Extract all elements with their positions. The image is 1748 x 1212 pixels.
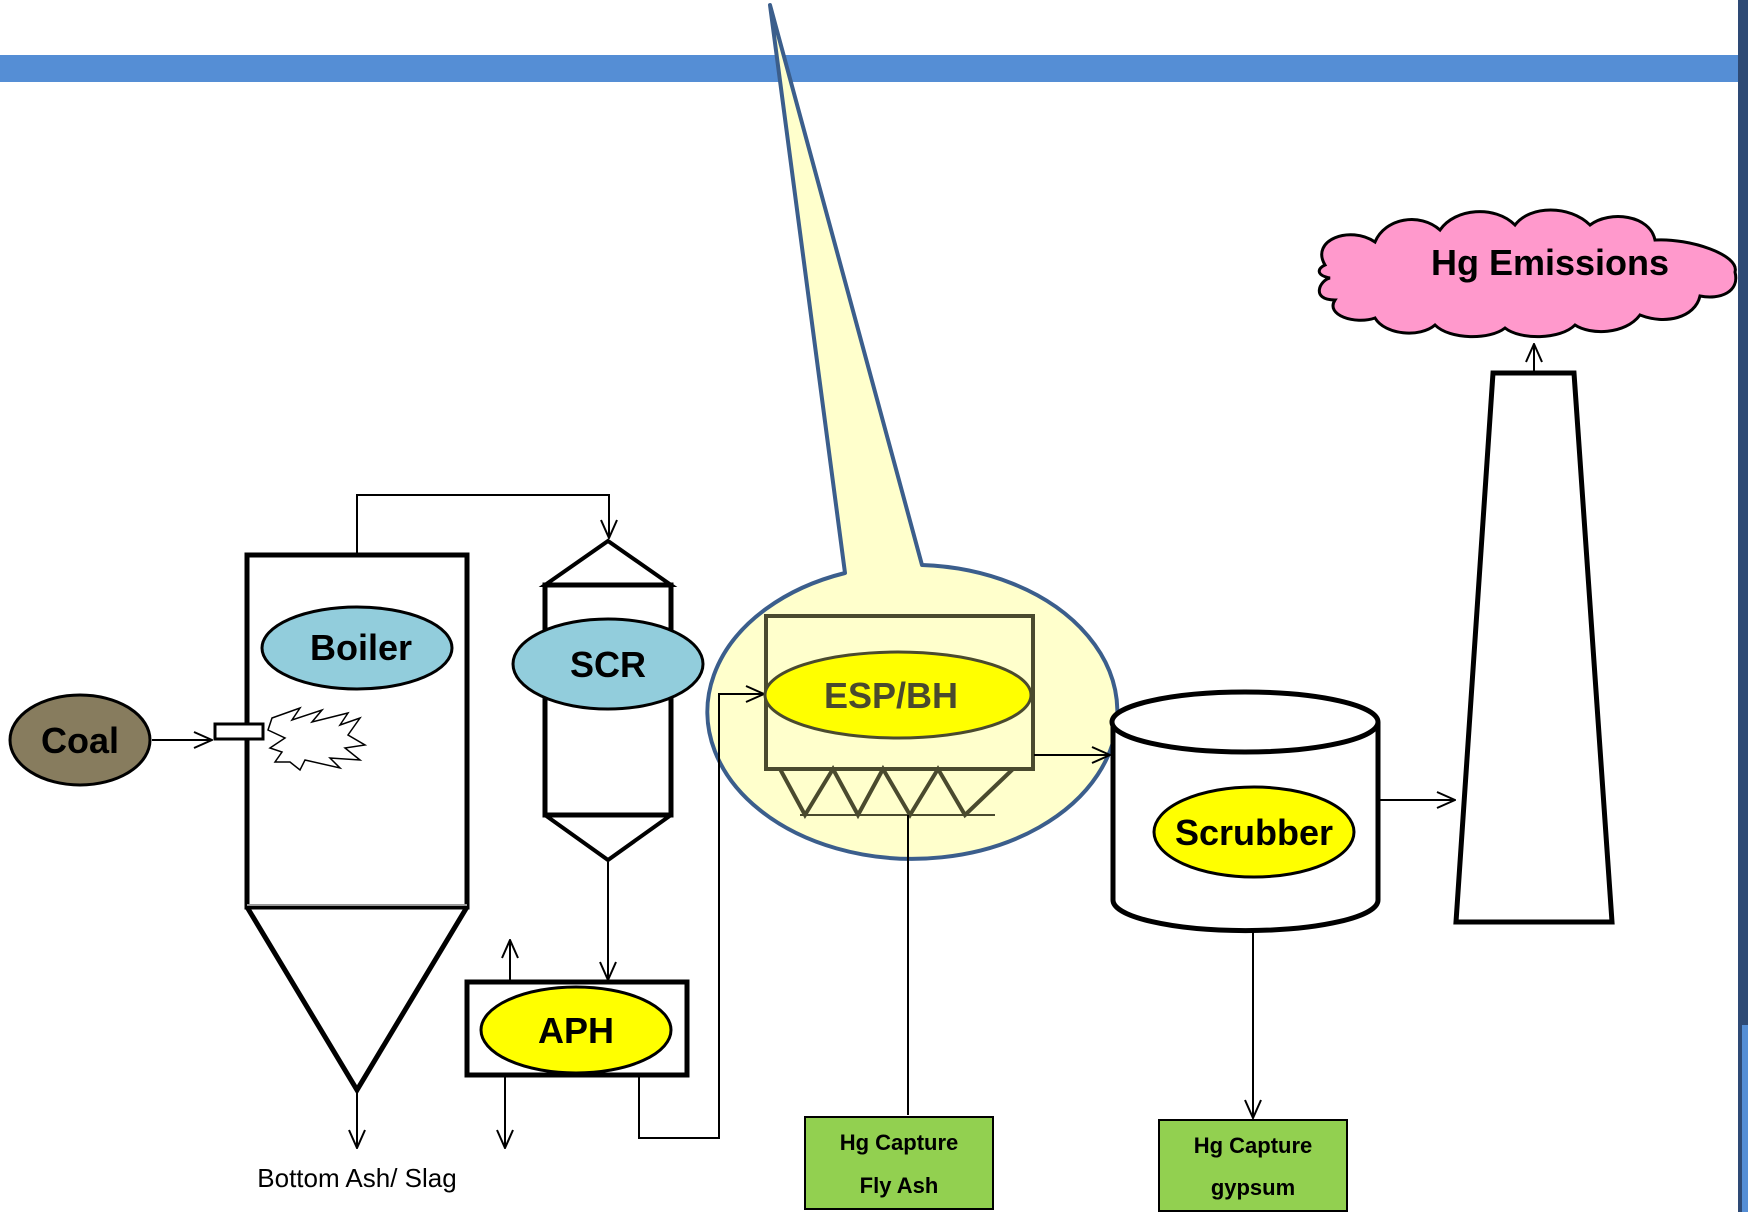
flyash-label-line1: Hg Capture	[840, 1130, 959, 1155]
esp-bh-label: ESP/BH	[824, 675, 958, 716]
emissions-label: Hg Emissions	[1431, 242, 1669, 283]
flyash-label-line2: Fly Ash	[860, 1173, 939, 1198]
flyash-capture-box	[804, 1116, 994, 1210]
right-edge-accent	[1742, 1025, 1748, 1212]
scrubber-label: Scrubber	[1175, 812, 1333, 853]
burner-icon	[213, 722, 265, 741]
scr-label: SCR	[570, 644, 646, 685]
emissions-cloud	[1317, 208, 1738, 339]
esp-callout-bubble	[705, 3, 1120, 861]
boiler-label: Boiler	[310, 627, 412, 668]
flow-aph-to-esp	[638, 694, 764, 1139]
flow-boiler-to-scr	[356, 494, 609, 553]
esp-bh-node	[763, 650, 1033, 740]
stack	[1453, 370, 1615, 925]
scr-node	[511, 617, 705, 711]
gypsum-label-line2: gypsum	[1211, 1175, 1295, 1200]
aph-label: APH	[538, 1010, 614, 1051]
flame-icon	[267, 706, 368, 772]
coal-label: Coal	[41, 720, 119, 761]
boiler-node	[260, 605, 454, 691]
coal-node	[8, 693, 152, 787]
flow-lines	[152, 344, 1534, 1148]
gypsum-capture-box	[1158, 1119, 1348, 1212]
aph-node	[479, 985, 673, 1075]
right-edge-bar	[1738, 0, 1748, 1212]
header-bar	[0, 55, 1738, 82]
gypsum-label-line1: Hg Capture	[1194, 1133, 1313, 1158]
bottom-ash-label: Bottom Ash/ Slag	[257, 1163, 456, 1193]
scrubber-node	[1152, 785, 1356, 879]
